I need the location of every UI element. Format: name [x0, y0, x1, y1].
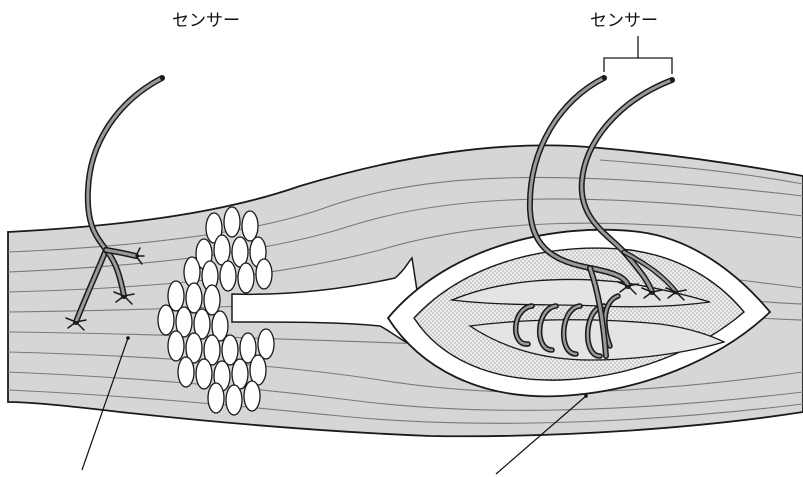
right-sensor-label: センサー	[590, 11, 658, 31]
left-sensor-label: センサー	[172, 11, 240, 31]
right-label-bracket	[604, 36, 672, 74]
